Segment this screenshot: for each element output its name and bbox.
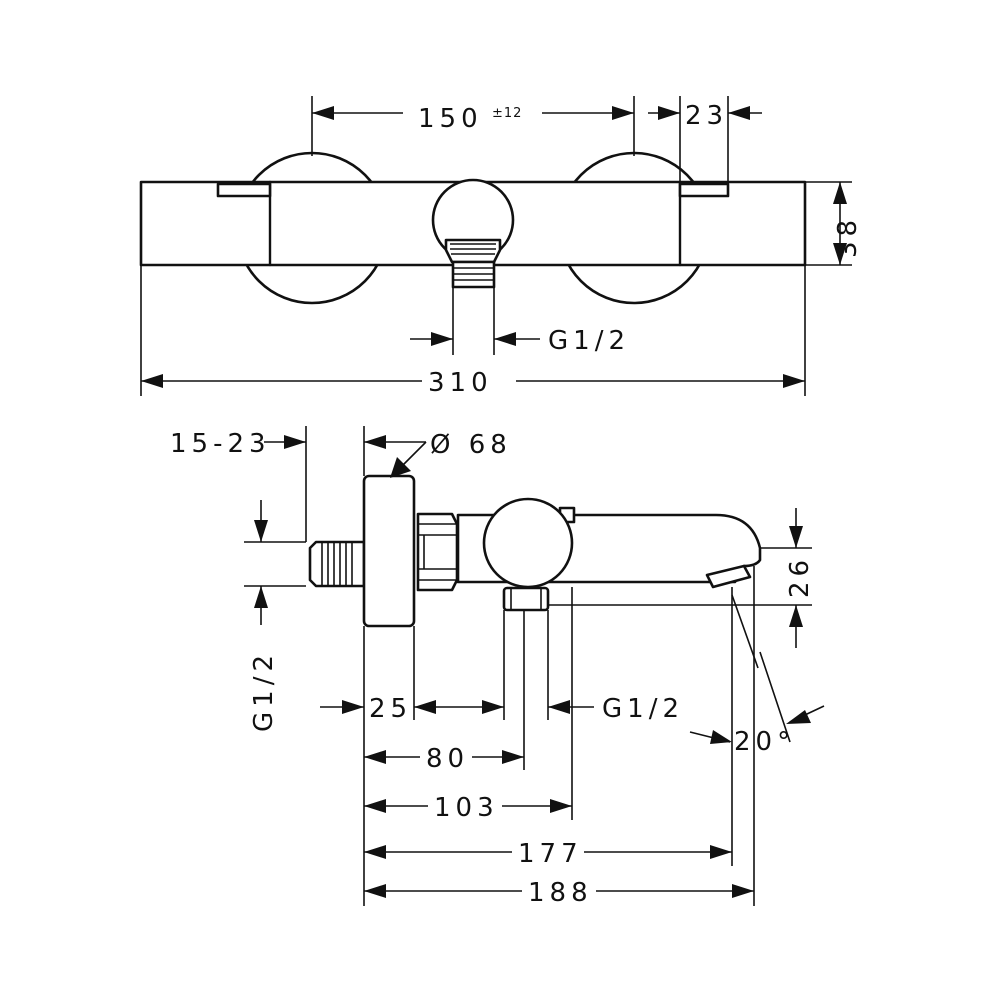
dim-rosette-diameter: Ø 68 [364,430,512,478]
dim-26: 26 [785,508,815,648]
side-view: 15-23 Ø 68 G1/2 26 [170,426,825,908]
dim-38: 38 [833,182,863,265]
dim-310: 310 [141,368,805,398]
dim-150-label: 150 [418,104,483,134]
dim-23-label: 23 [685,101,728,131]
dim-23: 23 [648,101,762,131]
dim-103-label: 103 [434,793,499,823]
dim-26-label: 26 [785,555,815,598]
dim-150-tolerance: ±12 [492,106,522,121]
dim-15-23-label: 15-23 [170,429,271,459]
dim-188-label: 188 [528,878,593,908]
dim-25-label: 25 [369,694,412,724]
dim-177-label: 177 [518,839,583,869]
left-handle-ledge [216,182,272,198]
dim-rosette-diameter-label: Ø 68 [430,430,512,460]
dim-177: 177 [364,839,732,869]
dim-38-label: 38 [833,215,863,258]
spout-aerator [705,564,752,589]
dim-inlet-thread: G1/2 [249,500,279,732]
dim-150: 150 ±12 [312,104,634,134]
dim-hex-length [414,700,504,714]
angle-ref-line [731,594,759,669]
right-handle-ledge [678,182,730,198]
dim-15-23: 15-23 [170,429,306,459]
thermostat-knob [482,497,574,589]
inlet-thread [308,540,366,588]
side-rosette [362,474,416,628]
dim-spout-angle: 20° [689,705,825,757]
dim-25: 25 [320,694,436,724]
dim-spout-angle-label: 20° [734,727,795,757]
dim-188: 188 [364,878,754,908]
dim-connection-top-label: G1/2 [548,326,630,356]
dim-outlet-thread-label: G1/2 [602,694,684,724]
top-view: 150 ±12 23 38 G1/2 [139,96,863,398]
dim-80-label: 80 [426,744,469,774]
dim-outlet-thread: G1/2 [548,694,684,724]
dim-310-label: 310 [428,368,493,398]
dim-103: 103 [364,793,572,823]
dim-inlet-thread-label: G1/2 [249,650,279,732]
dim-80: 80 [364,744,524,774]
dim-connection-top: G1/2 [410,326,630,356]
angle-ref-line [759,651,791,743]
